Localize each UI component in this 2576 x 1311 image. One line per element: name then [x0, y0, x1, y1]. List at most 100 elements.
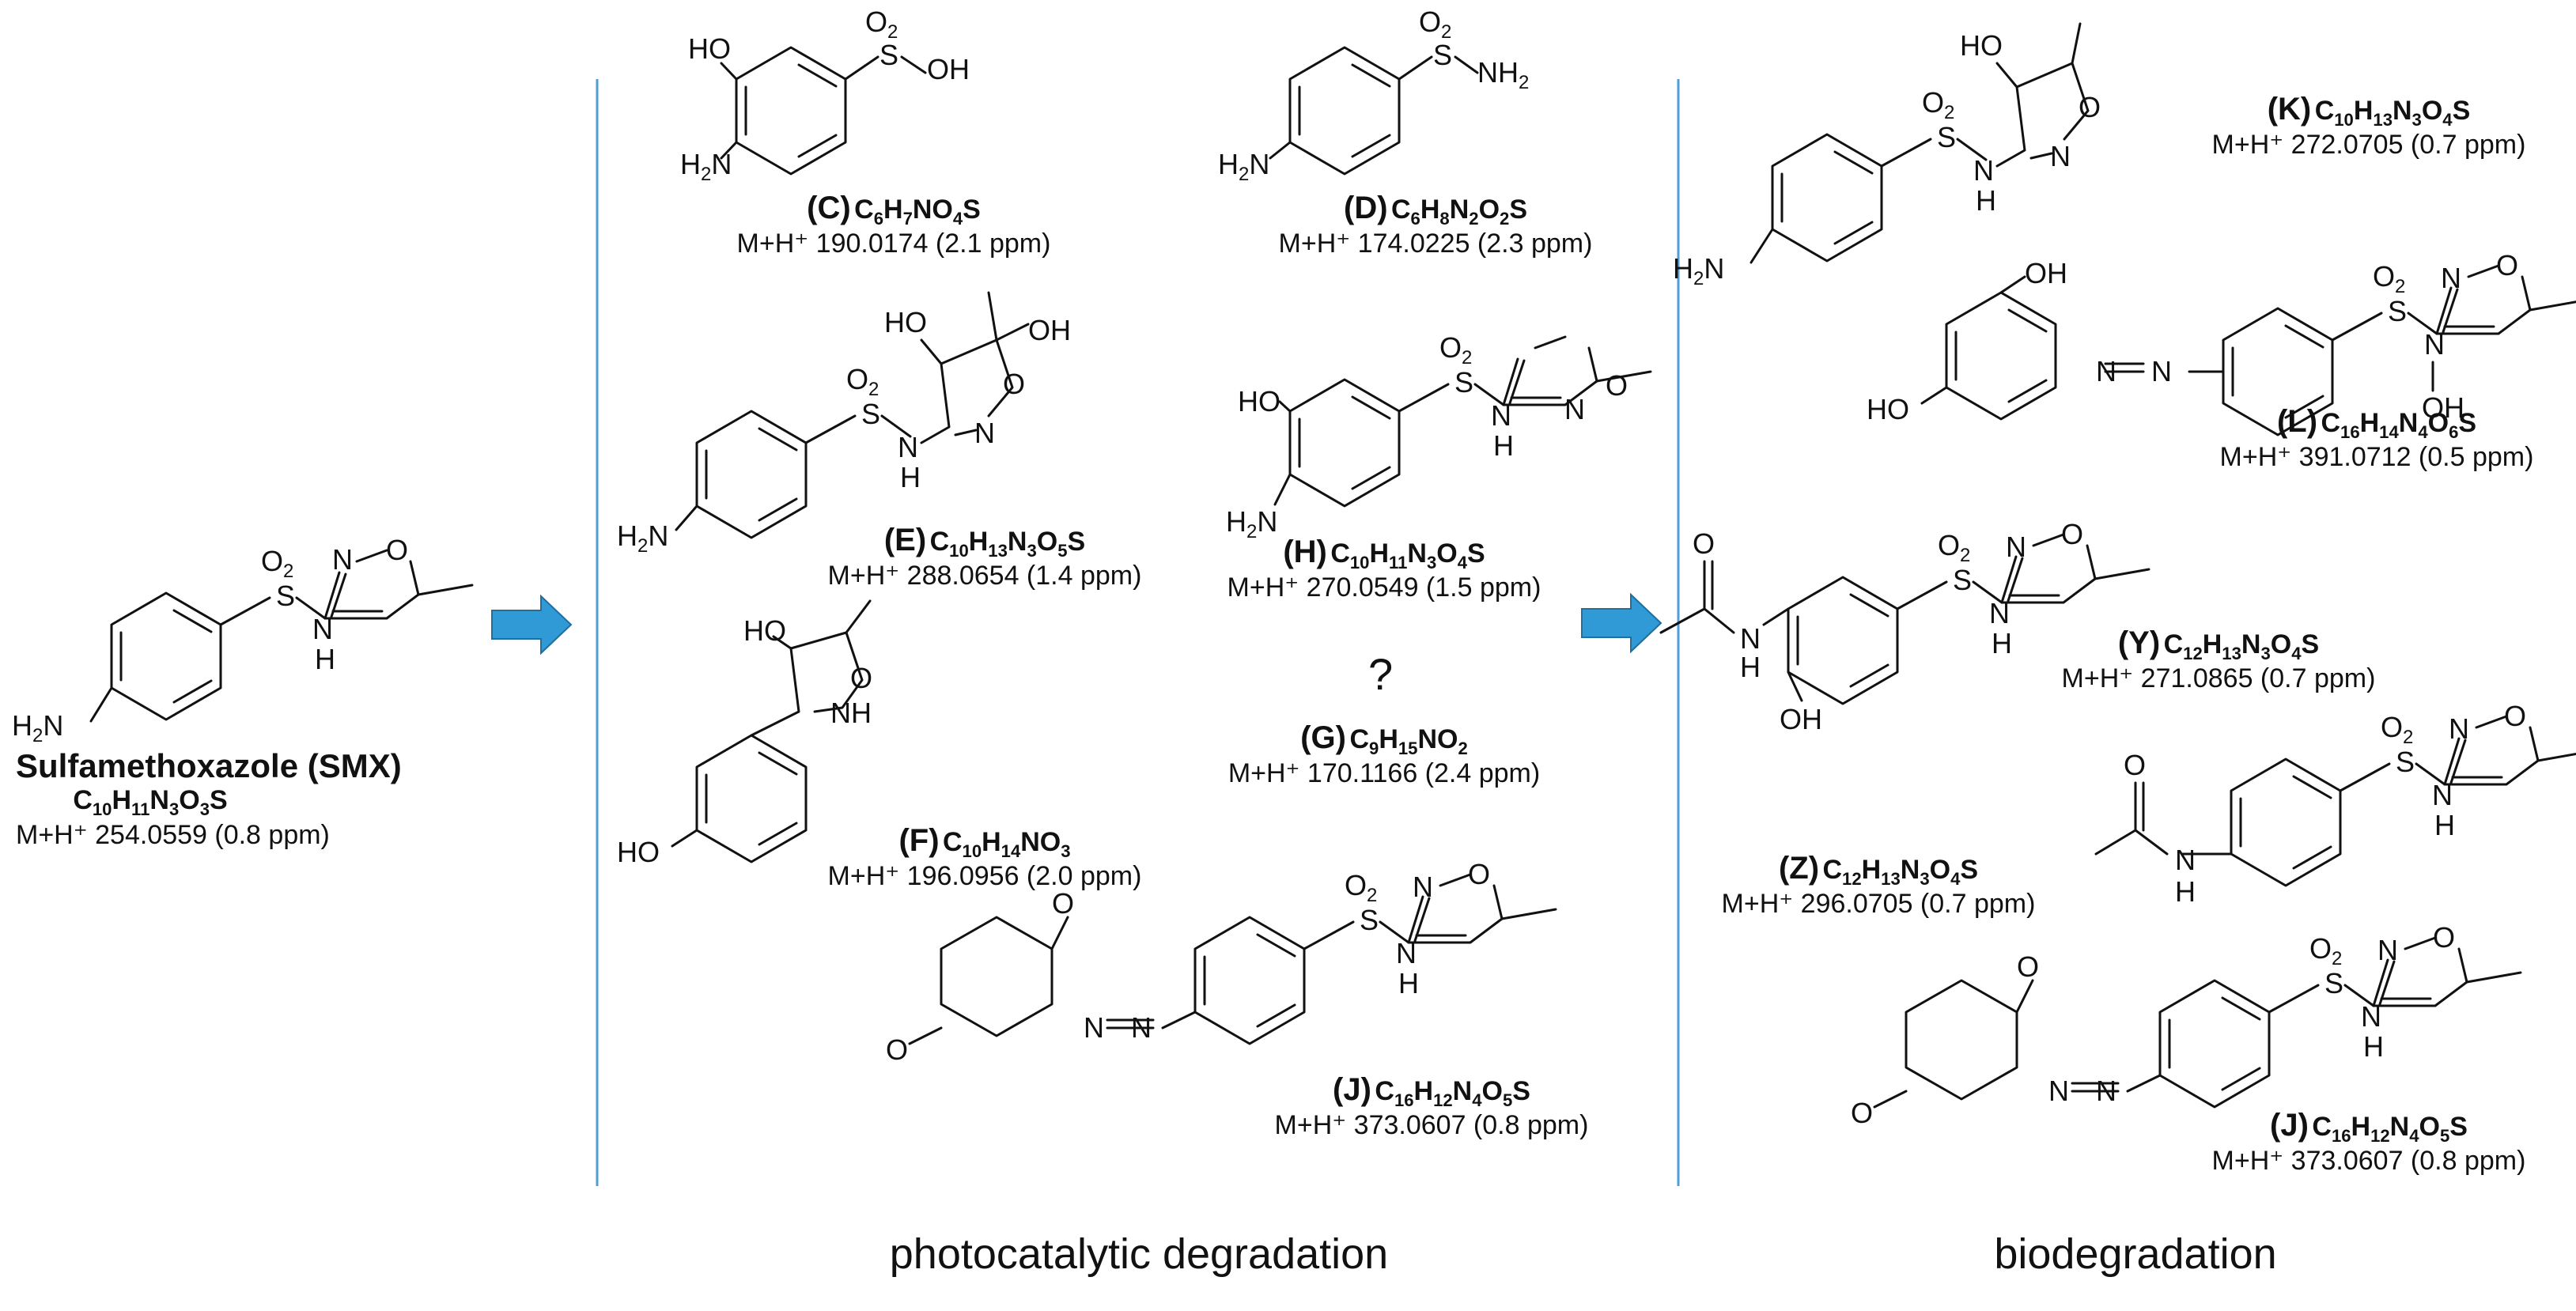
svg-text:H: H [315, 643, 335, 675]
svg-text:H2N: H2N [680, 148, 732, 185]
svg-text:HO: HO [688, 32, 731, 65]
compound-formula: C9H15NO2 [1349, 724, 1468, 758]
structure-Z: S O2 N H N O N H O [2094, 700, 2576, 908]
svg-text:N: N [2449, 712, 2469, 745]
unknown-structure-mark: ? [1368, 649, 1394, 699]
svg-text:S: S [2396, 746, 2415, 778]
svg-text:H: H [1398, 967, 1419, 999]
svg-text:N: N [2096, 1075, 2116, 1107]
compound-formula: C10H13N3O4S [2314, 96, 2471, 130]
label-K: (K) C10H13N3O4S M+H⁺ 272.0705 (0.7 ppm) [2183, 91, 2555, 161]
svg-text:N: N [1396, 937, 1417, 969]
label-D: (D) C6H8N2O2S M+H⁺ 174.0225 (2.3 ppm) [1265, 190, 1606, 259]
svg-text:N: N [1564, 393, 1585, 425]
compound-formula: C10H11N3O4S [1330, 538, 1485, 572]
svg-text:S: S [1454, 366, 1473, 399]
svg-text:H2N: H2N [12, 709, 63, 746]
compound-id: (C) [807, 191, 851, 225]
label-L: (L) C16H14N4O6S M+H⁺ 391.0712 (0.5 ppm) [2191, 403, 2563, 473]
compound-id: (J) [1333, 1072, 1371, 1107]
svg-text:N: N [974, 417, 995, 449]
svg-text:O2: O2 [1922, 86, 1954, 123]
svg-text:O: O [850, 662, 872, 694]
compound-formula: C10H13N3O5S [929, 527, 1086, 561]
svg-text:N: N [1491, 399, 1511, 432]
structure-E: H2N S O2 N H N O HO OH [617, 291, 1071, 557]
svg-text:H2N: H2N [1673, 252, 1724, 289]
svg-text:N: N [2048, 1075, 2069, 1107]
svg-text:H: H [900, 461, 921, 493]
svg-text:O2: O2 [1439, 331, 1472, 368]
svg-text:N: N [2151, 355, 2172, 387]
svg-text:N: N [332, 543, 353, 576]
svg-text:H2N: H2N [1218, 148, 1269, 185]
svg-text:OH: OH [1780, 703, 1822, 735]
compound-mass: M+H⁺ 373.0607 (0.8 ppm) [2211, 1146, 2526, 1177]
compound-id: (F) [898, 823, 940, 858]
compound-mass: M+H⁺ 254.0559 (0.8 ppm) [16, 819, 330, 850]
svg-text:O: O [1606, 369, 1628, 402]
svg-text:OH: OH [1028, 314, 1071, 346]
svg-text:N: N [2424, 328, 2445, 361]
compound-formula: C16H14N4O6S [2321, 408, 2477, 442]
compound-mass: M+H⁺ 271.0865 (0.7 ppm) [2061, 663, 2376, 694]
structure-Y: S O2 N H N O N H O OH [1659, 518, 2150, 735]
svg-text:O: O [1851, 1097, 1873, 1129]
svg-text:O: O [2017, 950, 2039, 983]
structure-D: S O2 NH2 H2N [1218, 6, 1529, 185]
compound-mass: M+H⁺ 296.0705 (0.7 ppm) [1721, 889, 2036, 920]
svg-text:O: O [1693, 527, 1715, 560]
svg-text:O2: O2 [1419, 6, 1451, 43]
compound-mass: M+H⁺ 174.0225 (2.3 ppm) [1278, 229, 1593, 259]
compound-id: (E) [883, 523, 927, 557]
svg-text:O: O [2061, 518, 2083, 550]
compound-mass: M+H⁺ 190.0174 (2.1 ppm) [736, 229, 1051, 259]
compound-formula: C12H13N3O4S [2163, 629, 2320, 663]
svg-text:O2: O2 [2381, 711, 2413, 748]
svg-text:O: O [2496, 249, 2518, 281]
svg-text:H2N: H2N [617, 519, 668, 557]
svg-text:O: O [2504, 700, 2526, 732]
structure-K: H2N S O2 N H N O HO [1673, 22, 2101, 289]
compound-formula: C6H8N2O2S [1390, 195, 1527, 229]
svg-text:S: S [276, 580, 295, 612]
svg-text:O2: O2 [865, 6, 898, 43]
svg-text:O: O [886, 1033, 908, 1066]
svg-text:HO: HO [1238, 385, 1280, 417]
arrow-to-biodegradation [1581, 594, 1662, 652]
svg-text:N: N [2096, 355, 2116, 387]
svg-text:S: S [1433, 39, 1452, 71]
svg-text:HO: HO [1960, 29, 2003, 62]
svg-text:N: N [2432, 779, 2453, 811]
compound-mass: M+H⁺ 196.0956 (2.0 ppm) [827, 861, 1142, 892]
compound-formula: C16H12N4O5S [2312, 1112, 2468, 1146]
svg-text:O2: O2 [261, 545, 293, 582]
compound-mass: M+H⁺ 272.0705 (0.7 ppm) [2211, 130, 2526, 161]
svg-text:HO: HO [617, 836, 660, 868]
compound-mass: M+H⁺ 288.0654 (1.4 ppm) [827, 561, 1142, 591]
svg-text:N: N [898, 431, 918, 463]
compound-formula: C6H7NO4S [854, 195, 981, 229]
svg-text:N: N [1131, 1011, 1152, 1044]
svg-text:O: O [1468, 858, 1490, 890]
compound-formula: C16H12N4O5S [1375, 1076, 1530, 1110]
svg-text:N: N [2050, 140, 2071, 172]
compound-formula: C10H14NO3 [942, 827, 1071, 861]
svg-text:O: O [2124, 749, 2146, 781]
svg-text:HO: HO [884, 306, 927, 338]
structure-L: S O2 N OH N O N N OH HO [1867, 249, 2576, 436]
svg-text:S: S [879, 39, 898, 71]
svg-text:S: S [2388, 295, 2407, 327]
compound-id: (J) [2270, 1108, 2309, 1143]
label-J1: (J) C16H12N4O5S M+H⁺ 373.0607 (0.8 ppm) [1234, 1071, 1629, 1141]
compound-mass: M+H⁺ 391.0712 (0.5 ppm) [2219, 442, 2534, 473]
svg-text:O: O [1052, 887, 1074, 920]
compound-mass: M+H⁺ 373.0607 (0.8 ppm) [1274, 1110, 1589, 1141]
svg-text:H: H [2175, 875, 2196, 908]
compound-id: (Y) [2117, 625, 2161, 660]
svg-text:NH2: NH2 [1477, 56, 1529, 93]
svg-text:O2: O2 [2373, 260, 2405, 297]
svg-text:HO: HO [1867, 393, 1909, 425]
compound-formula: C12H13N3O4S [1822, 855, 1979, 889]
